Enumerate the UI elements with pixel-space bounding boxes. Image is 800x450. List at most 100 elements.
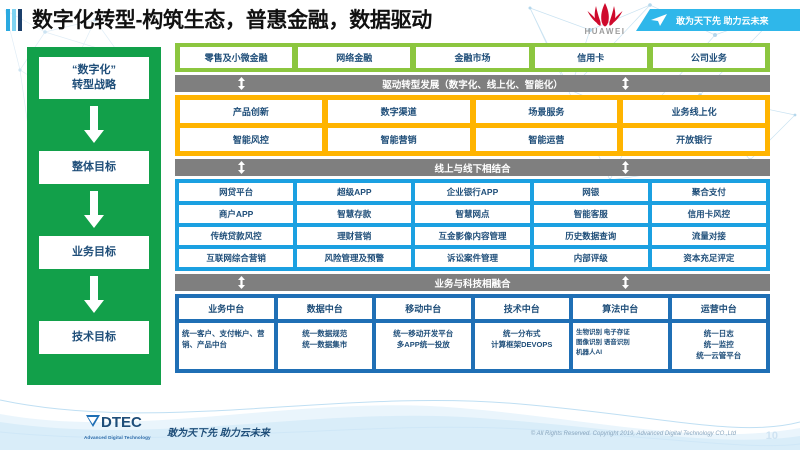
channel-cell[interactable]: 流量对接 (651, 227, 767, 245)
svg-text:DTEC: DTEC (101, 414, 142, 430)
up-down-arrow-icon (622, 161, 629, 174)
copyright-text: © All Rights Reserved. Copyright 2019, A… (530, 431, 736, 437)
channel-cell[interactable]: 历史数据查询 (533, 227, 648, 245)
connector-label: 线上与线下相结合 (434, 163, 511, 175)
down-arrow-icon (84, 106, 104, 143)
channel-cell[interactable]: 互金影像内容管理 (415, 227, 530, 245)
title-accent-bars-icon (6, 9, 28, 31)
business-line-cell[interactable]: 零售及小微金融 (180, 47, 293, 68)
platform-body: 统一移动开发平台 多APP统一投放 (376, 323, 471, 369)
transformation-row: 产品创新 数字渠道 场景服务 业务线上化 (180, 100, 765, 123)
flow-arrow-1 (39, 99, 149, 151)
paper-plane-icon (651, 14, 667, 26)
transformation-cell[interactable]: 智能风控 (180, 128, 322, 151)
platform-head[interactable]: 移动中台 (376, 298, 471, 319)
channel-cell[interactable]: 风险管理及预警 (297, 249, 412, 267)
platform-column-operations: 运营中台 统一日志 统一监控 统一云管平台 (671, 298, 766, 369)
business-line-cell[interactable]: 金融市场 (416, 47, 529, 68)
channels-row: 传统贷款风控 理财营销 互金影像内容管理 历史数据查询 流量对接 (179, 227, 767, 245)
dtec-logo-mark: DTEC Advanced Digital Technology (84, 412, 158, 440)
channels-row: 商户APP 智慧存款 智慧网点 智能客服 信用卡风控 (179, 205, 767, 223)
strategy-box-overall-goal: 整体目标 (39, 151, 149, 184)
channel-cell[interactable]: 智慧网点 (415, 205, 530, 223)
channel-cell[interactable]: 资本充足评定 (651, 249, 767, 267)
strategy-flow-column: “数字化” 转型战略 整体目标 业务目标 技术目标 (27, 47, 161, 385)
strategy-box-digital-transformation: “数字化” 转型战略 (39, 57, 149, 99)
platform-head[interactable]: 业务中台 (179, 298, 274, 319)
transformation-cell[interactable]: 开放银行 (623, 128, 765, 151)
business-line-cell[interactable]: 公司业务 (652, 47, 766, 68)
platform-body: 统一日志 统一监控 统一云管平台 (671, 323, 766, 369)
channel-cell[interactable]: 智慧存款 (297, 205, 412, 223)
transformation-cell[interactable]: 数字渠道 (327, 100, 470, 123)
channel-cell[interactable]: 网贷平台 (179, 183, 294, 201)
platform-head[interactable]: 技术中台 (474, 298, 569, 319)
down-arrow-icon (84, 276, 104, 313)
connector-label: 业务与科技相融合 (434, 278, 511, 290)
architecture-content: 零售及小微金融 网络金融 金融市场 信用卡 公司业务 驱动转型发展（数字化、线上… (175, 43, 770, 373)
transformation-cell[interactable]: 产品创新 (180, 100, 322, 123)
channel-cell[interactable]: 商户APP (179, 205, 294, 223)
channel-cell[interactable]: 网银 (533, 183, 648, 201)
connector-band-online-offline: 线上与线下相结合 (175, 159, 770, 176)
business-lines-band: 零售及小微金融 网络金融 金融市场 信用卡 公司业务 (175, 43, 770, 72)
dtec-slogan: 敢为天下先 助力云未来 (167, 428, 270, 439)
strategy-box-technology-goal: 技术目标 (39, 321, 149, 354)
platform-body: 统一分布式 计算框架DEVOPS (474, 323, 569, 369)
flow-arrow-3 (39, 269, 149, 321)
platform-head[interactable]: 数据中台 (277, 298, 372, 319)
platforms-band: 业务中台 统一客户、支付帐户、营销、产品中台 数据中台 统一数据规范 统一数据集… (175, 294, 770, 373)
dtec-tagline: Advanced Digital Technology (84, 435, 151, 440)
channel-cell[interactable]: 诉讼案件管理 (415, 249, 530, 267)
channels-row: 网贷平台 超级APP 企业银行APP 网银 聚合支付 (179, 183, 767, 201)
strategy-label-line2: 转型战略 (72, 79, 116, 91)
business-line-cell[interactable]: 信用卡 (534, 47, 647, 68)
platform-body: 统一客户、支付帐户、营销、产品中台 (179, 323, 274, 369)
transformation-cell[interactable]: 智能营销 (327, 128, 470, 151)
strategy-box-business-goal: 业务目标 (39, 236, 149, 269)
transformation-band: 产品创新 数字渠道 场景服务 业务线上化 智能风控 智能营销 智能运营 开放银行 (175, 95, 770, 156)
channels-band: 网贷平台 超级APP 企业银行APP 网银 聚合支付 商户APP 智慧存款 智慧… (175, 179, 770, 271)
connector-label: 驱动转型发展（数字化、线上化、智能化） (382, 79, 563, 91)
up-down-arrow-icon (238, 161, 245, 174)
channel-cell[interactable]: 传统贷款风控 (179, 227, 294, 245)
strategy-label-line1: “数字化” (72, 64, 116, 76)
channel-cell[interactable]: 企业银行APP (415, 183, 530, 201)
transformation-cell[interactable]: 智能运营 (475, 128, 618, 151)
transformation-cell[interactable]: 业务线上化 (623, 100, 765, 123)
platform-body: 生物识别 电子存证 图像识别 语音识别 机器人AI (573, 323, 668, 369)
slide-header: 数字化转型-构筑生态，普惠金融，数据驱动 HUAWEI 敢为天下先 助力云未来 (0, 0, 800, 40)
connector-band-drive-transformation: 驱动转型发展（数字化、线上化、智能化） (175, 75, 770, 92)
channel-cell[interactable]: 理财营销 (297, 227, 412, 245)
platform-body: 统一数据规范 统一数据集市 (277, 323, 372, 369)
dtec-wordmark-icon: DTEC (86, 414, 142, 431)
ribbon-slogan: 敢为天下先 助力云未来 (676, 15, 769, 26)
channel-cell[interactable]: 互联网综合营销 (179, 249, 294, 267)
channel-cell[interactable]: 聚合支付 (651, 183, 767, 201)
channel-cell[interactable]: 智能客服 (533, 205, 648, 223)
page-title: 数字化转型-构筑生态，普惠金融，数据驱动 (32, 9, 432, 32)
platform-column-algorithm: 算法中台 生物识别 电子存证 图像识别 语音识别 机器人AI (573, 298, 668, 369)
up-down-arrow-icon (622, 77, 629, 90)
platform-column-mobile: 移动中台 统一移动开发平台 多APP统一投放 (376, 298, 471, 369)
channel-cell[interactable]: 超级APP (297, 183, 412, 201)
connector-band-business-tech-fusion: 业务与科技相融合 (175, 274, 770, 291)
platform-columns: 业务中台 统一客户、支付帐户、营销、产品中台 数据中台 统一数据规范 统一数据集… (179, 298, 766, 369)
platform-column-business: 业务中台 统一客户、支付帐户、营销、产品中台 (179, 298, 274, 369)
business-line-cell[interactable]: 网络金融 (298, 47, 411, 68)
huawei-wordmark: HUAWEI (584, 27, 626, 36)
down-arrow-icon (84, 191, 104, 228)
transformation-cell[interactable]: 场景服务 (475, 100, 618, 123)
channels-row: 互联网综合营销 风险管理及预警 诉讼案件管理 内部评级 资本充足评定 (179, 249, 767, 267)
channel-cell[interactable]: 内部评级 (533, 249, 648, 267)
transformation-row: 智能风控 智能营销 智能运营 开放银行 (180, 128, 765, 151)
channel-cell[interactable]: 信用卡风控 (651, 205, 767, 223)
up-down-arrow-icon (238, 77, 245, 90)
platform-column-technology: 技术中台 统一分布式 计算框架DEVOPS (474, 298, 569, 369)
header-ribbon-banner: 敢为天下先 助力云未来 (636, 9, 800, 31)
up-down-arrow-icon (238, 276, 245, 289)
platform-head[interactable]: 运营中台 (671, 298, 766, 319)
up-down-arrow-icon (622, 276, 629, 289)
platform-head[interactable]: 算法中台 (573, 298, 668, 319)
